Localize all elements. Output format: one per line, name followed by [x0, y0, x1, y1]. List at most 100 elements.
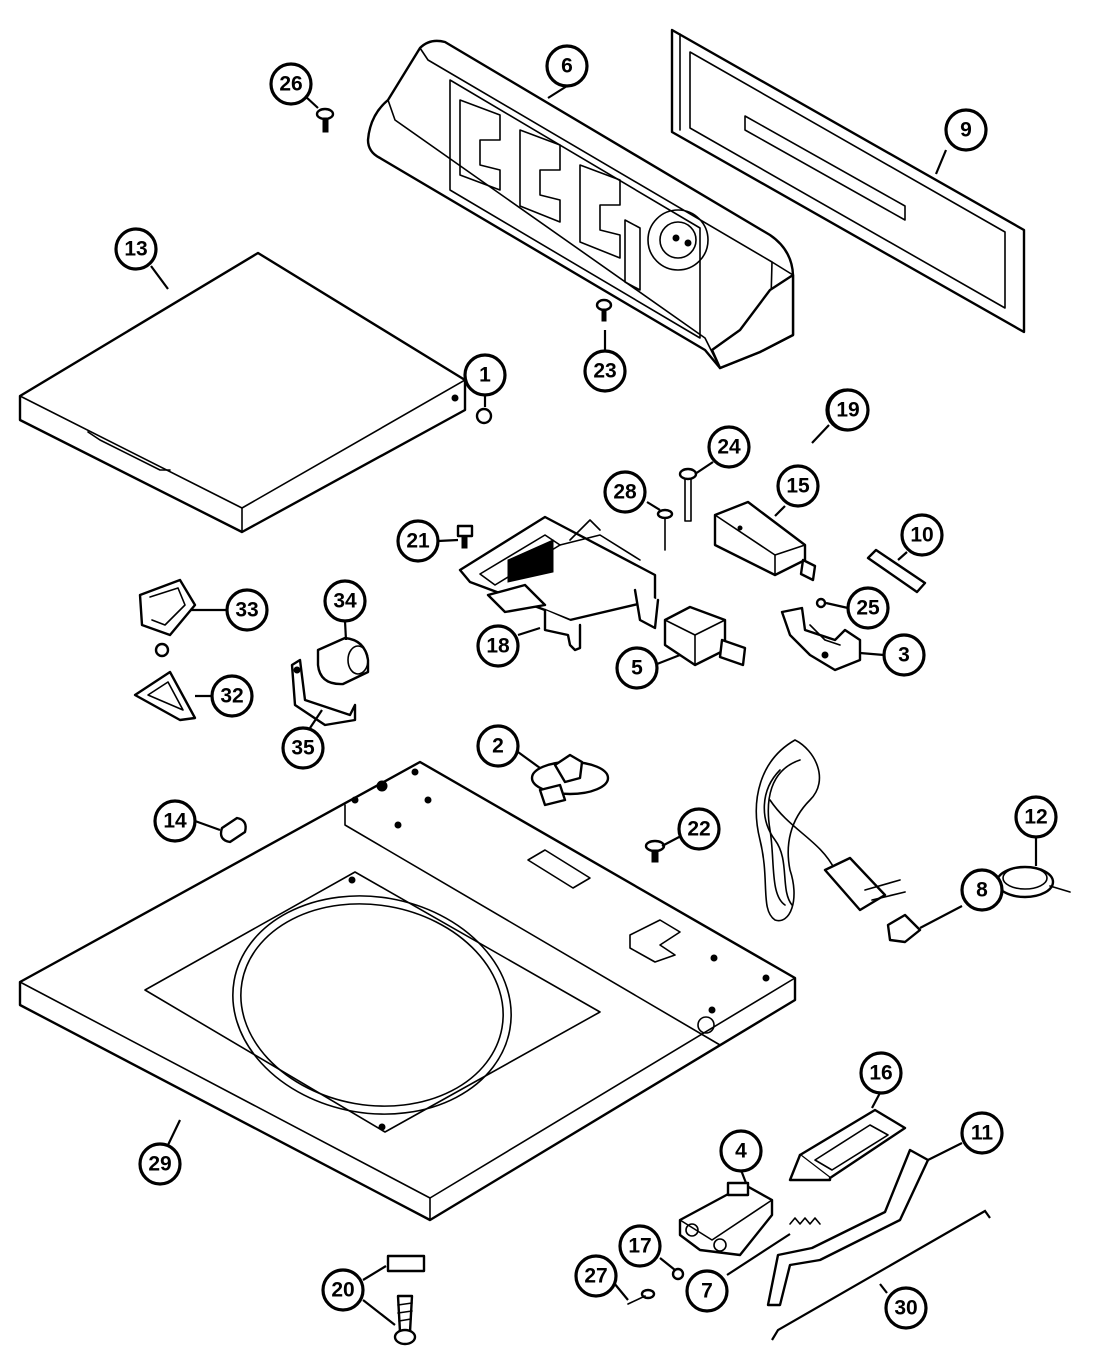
callout-30: 30: [884, 1286, 928, 1330]
callout-11: 11: [960, 1111, 1004, 1155]
callout-17: 17: [618, 1224, 662, 1268]
part-screw-22: [644, 839, 666, 863]
callout-32: 32: [210, 674, 254, 718]
callout-21: 21: [396, 519, 440, 563]
svg-text:25: 25: [856, 597, 880, 620]
callout-25: 25: [846, 586, 890, 630]
part-ring-32: [133, 670, 197, 722]
callout-20: 20: [321, 1268, 365, 1312]
callout-10: 10: [900, 513, 944, 557]
callout-28: 28: [603, 470, 647, 514]
svg-text:33: 33: [235, 599, 258, 622]
svg-text:23: 23: [593, 360, 616, 383]
callout-34: 34: [323, 579, 367, 623]
part-screw-28: [656, 508, 674, 551]
callout-5: 5: [615, 646, 659, 690]
part-switch-bracket: [458, 515, 660, 652]
svg-text:24: 24: [717, 436, 741, 459]
callout-33: 33: [225, 588, 269, 632]
callout-35: 35: [281, 726, 325, 770]
svg-text:26: 26: [279, 73, 302, 96]
part-spring: [789, 1217, 821, 1225]
svg-text:17: 17: [628, 1235, 651, 1258]
callout-26: 26: [269, 62, 313, 106]
part-terminal-block: [713, 500, 817, 582]
svg-text:5: 5: [631, 657, 643, 680]
svg-text:11: 11: [971, 1122, 994, 1145]
callout-13: 13: [114, 227, 158, 271]
part-lid: [18, 251, 467, 534]
svg-text:15: 15: [786, 475, 810, 498]
svg-text:8: 8: [976, 879, 988, 902]
callout-15: 15: [776, 464, 820, 508]
svg-text:10: 10: [910, 524, 933, 547]
svg-text:32: 32: [220, 685, 243, 708]
part-clamp: [995, 865, 1071, 899]
svg-text:4: 4: [735, 1140, 747, 1163]
svg-text:14: 14: [163, 810, 187, 833]
svg-text:21: 21: [406, 530, 430, 553]
callout-24: 24: [707, 425, 751, 469]
callout-3: 3: [882, 633, 926, 677]
svg-text:12: 12: [1024, 806, 1047, 829]
callout-27: 27: [574, 1254, 618, 1298]
callout-2: 2: [476, 724, 520, 768]
svg-text:19: 19: [836, 399, 859, 422]
svg-text:27: 27: [584, 1265, 607, 1288]
callout-12: 12: [1014, 795, 1058, 839]
svg-text:2: 2: [492, 735, 504, 758]
part-screw-25: [815, 597, 827, 609]
part-nut: [671, 1267, 685, 1281]
callout-9: 9: [944, 108, 988, 152]
svg-text:22: 22: [687, 818, 710, 841]
callout-19-label: 19: [826, 388, 870, 432]
part-screw-23: [595, 298, 613, 322]
svg-text:18: 18: [486, 635, 510, 658]
callout-16: 16: [859, 1051, 903, 1095]
svg-text:28: 28: [613, 481, 637, 504]
callout-22: 22: [677, 807, 721, 851]
svg-text:6: 6: [561, 55, 573, 78]
part-latch: [530, 753, 610, 807]
svg-text:35: 35: [291, 737, 315, 760]
part-fuse: [866, 548, 927, 594]
part-bulb: [219, 816, 247, 844]
part-power-cord: [755, 739, 906, 922]
callout-8: 8: [960, 868, 1004, 912]
part-control-console: [366, 39, 795, 370]
part-lever-rod: [766, 1148, 930, 1307]
part-switch: [663, 605, 747, 667]
part-screw-27: [627, 1288, 656, 1305]
callout-6: 6: [545, 44, 589, 88]
part-screw-26: [315, 107, 335, 133]
callout-29: 29: [138, 1142, 182, 1186]
part-screw-24: [678, 467, 698, 522]
svg-text:7: 7: [701, 1280, 713, 1303]
callout-23: 23: [583, 349, 627, 393]
part-grommet: [886, 913, 922, 944]
svg-text:1: 1: [479, 364, 491, 387]
callout-14: 14: [153, 799, 197, 843]
svg-text:9: 9: [960, 119, 972, 142]
svg-text:29: 29: [148, 1153, 171, 1176]
svg-text:16: 16: [869, 1062, 892, 1085]
part-bracket-35: [290, 658, 357, 727]
part-screw-21: [456, 524, 474, 549]
svg-text:34: 34: [333, 590, 357, 613]
svg-text:13: 13: [124, 238, 147, 261]
part-screw-clip-20: [386, 1254, 426, 1346]
callout-4: 4: [719, 1129, 763, 1173]
svg-text:3: 3: [898, 644, 910, 667]
part-lid-bumper: [475, 407, 493, 425]
part-rear-panel: [670, 28, 1026, 334]
part-cylinder-34: [316, 636, 370, 686]
leader-lines: [150, 83, 1038, 1341]
callout-7: 7: [685, 1269, 729, 1313]
callout-18: 18: [476, 624, 520, 668]
part-lid-switch: [678, 1181, 774, 1257]
part-actuator: [788, 1108, 907, 1182]
svg-text:30: 30: [894, 1297, 917, 1320]
callout-1: 1: [463, 353, 507, 397]
part-clip-bracket: [780, 606, 862, 672]
